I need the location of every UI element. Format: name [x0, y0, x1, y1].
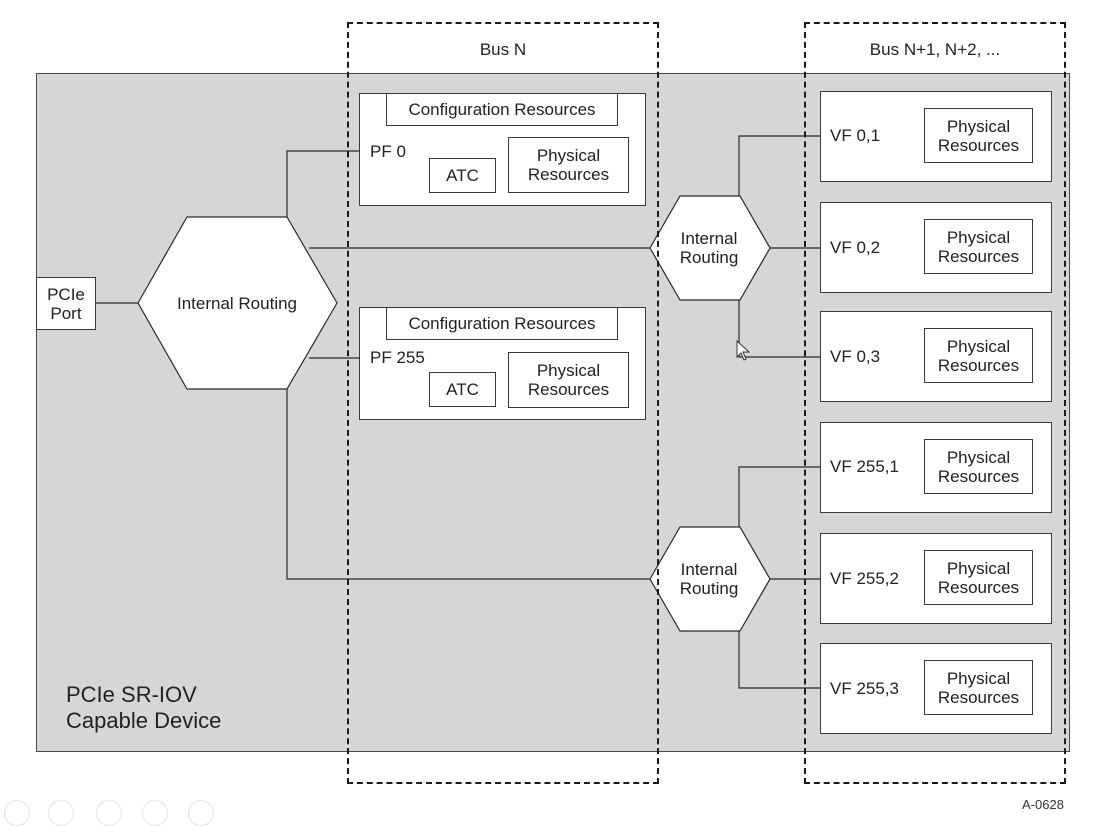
vf-0-2-physical-resources: Physical Resources	[924, 219, 1033, 274]
pf255-label: PF 255	[370, 348, 425, 367]
faint-control-icon[interactable]	[142, 800, 168, 826]
vf-0-1-physical-resources: Physical Resources	[924, 108, 1033, 163]
vf-0-2-label: VF 0,2	[830, 238, 881, 257]
internal-routing-vf255-label: Internal Routing	[679, 560, 739, 598]
internal-routing-main-label: Internal Routing	[176, 293, 298, 313]
internal-routing-vf0-label: Internal Routing	[679, 229, 739, 267]
pf255-config-resources: Configuration Resources	[386, 307, 618, 340]
vf-0-3-physical-resources: Physical Resources	[924, 328, 1033, 383]
line-to-vf2553	[738, 631, 820, 689]
bus-n-plus-region	[804, 22, 1066, 784]
vf-255-2-physical-resources: Physical Resources	[924, 550, 1033, 605]
pcie-port-box: PCIe Port	[36, 277, 96, 330]
bus-n-plus-label: Bus N+1, N+2, ...	[869, 40, 1001, 59]
faint-control-icon[interactable]	[48, 800, 74, 826]
vf-0-1-label: VF 0,1	[830, 126, 881, 145]
pf0-atc: ATC	[429, 158, 496, 193]
vf-255-1-label: VF 255,1	[830, 457, 899, 476]
vf-255-3-label: VF 255,3	[830, 679, 899, 698]
vf-0-3-label: VF 0,3	[830, 347, 881, 366]
pf0-config-resources: Configuration Resources	[386, 93, 618, 126]
vf-255-2-label: VF 255,2	[830, 569, 899, 588]
figure-code: A-0628	[1022, 797, 1064, 812]
pf255-physical-resources: Physical Resources	[508, 352, 629, 408]
line-to-vf01	[738, 135, 820, 196]
line-to-vf03	[738, 300, 820, 358]
bus-n-label: Bus N	[479, 40, 527, 59]
vf-255-1-physical-resources: Physical Resources	[924, 439, 1033, 494]
pf0-physical-resources: Physical Resources	[508, 137, 629, 193]
device-title: PCIe SR-IOV Capable Device	[66, 682, 222, 733]
mouse-cursor-icon	[736, 339, 751, 361]
line-to-routing-vf255	[286, 389, 650, 580]
line-to-vf2551	[738, 466, 820, 527]
internal-routing-vf255-hexagon	[649, 526, 771, 632]
line-to-pf0	[286, 150, 359, 217]
pf255-atc: ATC	[429, 372, 496, 407]
bus-n-region	[347, 22, 659, 784]
internal-routing-vf0-hexagon	[649, 195, 771, 301]
faint-control-icon[interactable]	[4, 800, 30, 826]
faint-control-icon[interactable]	[96, 800, 122, 826]
internal-routing-main-hexagon	[137, 216, 338, 390]
vf-255-3-physical-resources: Physical Resources	[924, 660, 1033, 715]
faint-control-icon[interactable]	[188, 800, 214, 826]
pf0-label: PF 0	[370, 142, 406, 161]
